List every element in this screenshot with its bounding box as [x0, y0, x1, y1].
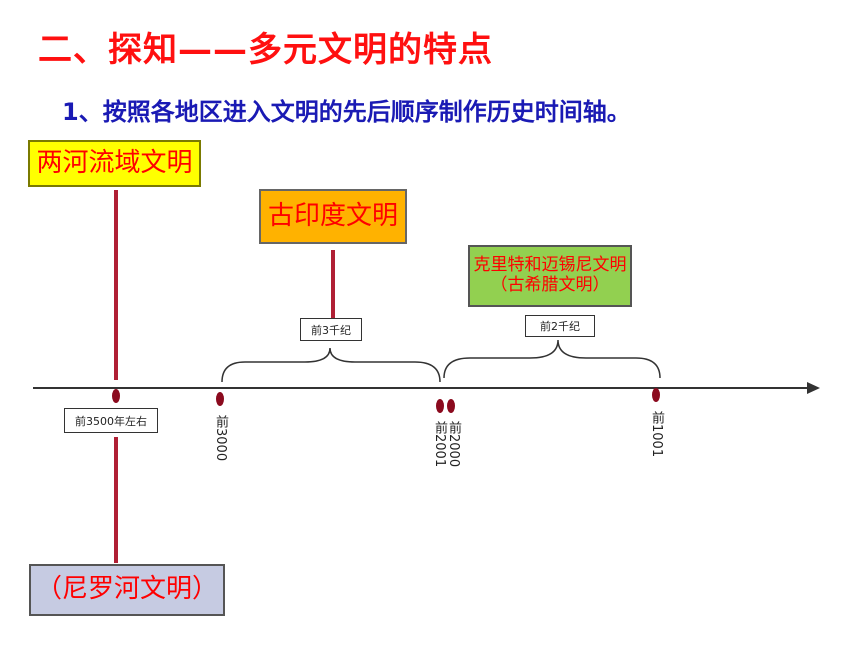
page-title: 二、探知——多元文明的特点 [38, 30, 493, 70]
date-label-3000: 前3000 [213, 415, 228, 462]
aegean-sublabel: （古希腊文明） [490, 275, 610, 295]
timeline-arrowhead [807, 382, 820, 394]
marker-3000 [216, 392, 224, 406]
marker-2000 [447, 399, 455, 413]
date-label-2000: 前2000 [446, 421, 461, 468]
aegean-label: 克里特和迈锡尼文明 [473, 255, 627, 276]
mesopotamia-label: 两河流域文明 [36, 147, 193, 178]
date-label-2001: 前2001 [432, 421, 447, 468]
marker-3500 [112, 389, 120, 403]
egypt-civilization-box: （尼罗河文明） [29, 564, 225, 616]
period-label-second-millennium: 前2千纪 [525, 315, 595, 337]
marker-2001 [436, 399, 444, 413]
india-label: 古印度文明 [267, 200, 398, 231]
period-label-third-millennium: 前3千纪 [300, 318, 362, 341]
page-subtitle: 1、按照各地区进入文明的先后顺序制作历史时间轴。 [62, 98, 631, 126]
brace-second-millennium [443, 339, 661, 379]
egypt-label: （尼罗河文明） [35, 574, 218, 605]
period-label-3500: 前3500年左右 [64, 408, 158, 433]
india-civilization-box: 古印度文明 [259, 189, 407, 244]
brace-third-millennium [221, 347, 441, 383]
mesopotamia-civilization-box: 两河流域文明 [28, 140, 201, 187]
date-label-1001: 前1001 [649, 411, 664, 458]
marker-1001 [652, 388, 660, 402]
aegean-civilization-box: 克里特和迈锡尼文明 （古希腊文明） [468, 245, 632, 307]
